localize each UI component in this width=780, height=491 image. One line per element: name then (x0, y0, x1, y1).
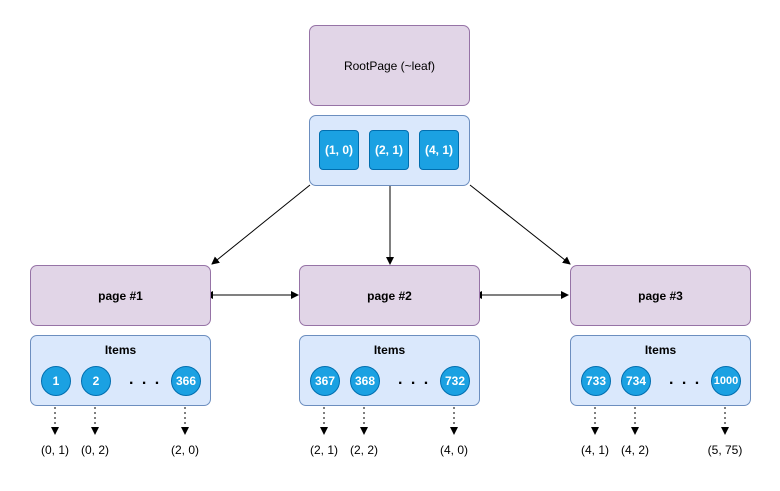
item-ref-label: (0, 1) (40, 443, 69, 457)
page-label: page #3 (638, 288, 683, 303)
root-page-label: RootPage (~leaf) (343, 58, 436, 73)
item-node: 1000 (711, 366, 741, 396)
item-node: 734 (621, 366, 651, 396)
item-ref-label: (2, 1) (309, 443, 338, 457)
item-node: 733 (581, 366, 611, 396)
items-title: Items (644, 343, 677, 357)
item-ref-label: (4, 0) (439, 443, 468, 457)
item-ref-label: (2, 0) (170, 443, 199, 457)
items-title: Items (104, 343, 137, 357)
page-label: page #2 (367, 288, 412, 303)
root-key: (4, 1) (419, 130, 459, 170)
page-2-items-panel: Items 367 368 . . . 732 (299, 335, 480, 406)
item-ref-label: (0, 2) (80, 443, 109, 457)
page-2-node: page #2 (299, 265, 480, 326)
item-node: 366 (171, 366, 201, 396)
page-3-items-panel: Items 733 734 . . . 1000 (570, 335, 751, 406)
root-to-page3-arrow (469, 184, 571, 265)
item-ref-label: (2, 2) (349, 443, 378, 457)
ellipsis: . . . (398, 371, 431, 388)
root-to-page1-arrow (211, 184, 311, 265)
item-node: 368 (350, 366, 380, 396)
item-node: 2 (81, 366, 111, 396)
ellipsis: . . . (669, 371, 702, 388)
items-title: Items (373, 343, 406, 357)
root-key: (2, 1) (369, 130, 409, 170)
item-ref-label: (4, 2) (620, 443, 649, 457)
root-keys-panel: (1, 0) (2, 1) (4, 1) (309, 115, 470, 186)
page-1-items-panel: Items 1 2 . . . 366 (30, 335, 211, 406)
item-node: 1 (41, 366, 71, 396)
page-3-node: page #3 (570, 265, 751, 326)
item-node: 367 (310, 366, 340, 396)
page-label: page #1 (98, 288, 143, 303)
root-page-node: RootPage (~leaf) (309, 25, 470, 106)
item-ref-label: (5, 75) (707, 443, 743, 457)
root-key: (1, 0) (319, 130, 359, 170)
item-ref-label: (4, 1) (580, 443, 609, 457)
item-node: 732 (440, 366, 470, 396)
page-1-node: page #1 (30, 265, 211, 326)
ellipsis: . . . (129, 371, 162, 388)
